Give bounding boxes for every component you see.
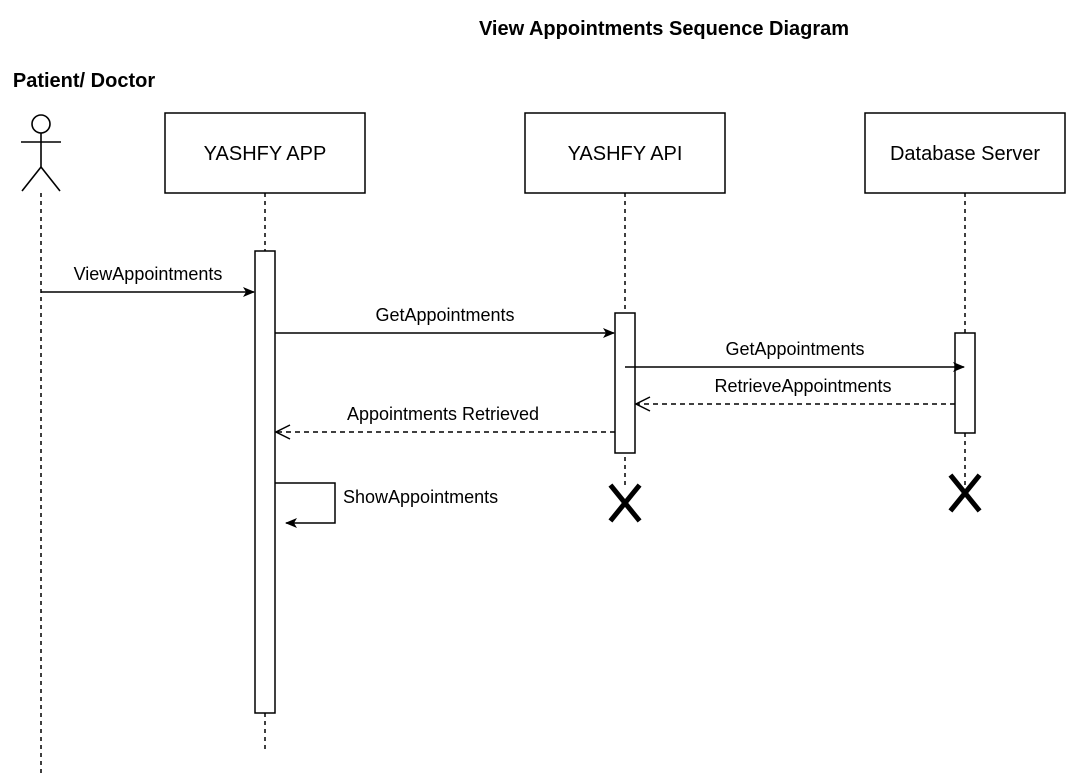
message-label: ShowAppointments: [343, 487, 498, 507]
participant-label: YASHFY APP: [204, 143, 327, 165]
diagram-title: View Appointments Sequence Diagram: [479, 18, 849, 40]
message-label: GetAppointments: [375, 305, 514, 325]
message-view-appointments: ViewAppointments: [41, 264, 255, 297]
db-destroy-icon: [948, 473, 982, 513]
message-show-appointments: ShowAppointments: [275, 482, 498, 528]
message-label: RetrieveAppointments: [714, 376, 891, 396]
message-label: ViewAppointments: [74, 264, 223, 284]
message-label: Appointments Retrieved: [347, 404, 539, 424]
message-label: GetAppointments: [725, 339, 864, 359]
message-retrieve-appointments: RetrieveAppointments: [636, 376, 955, 404]
actor-label: Patient/ Doctor: [13, 70, 155, 92]
participant-db: Database Server: [864, 112, 1066, 194]
api-destroy-icon: [608, 483, 642, 523]
db-activation-bar: [954, 332, 976, 434]
stick-figure-icon: [21, 114, 61, 192]
app-activation-bar: [254, 250, 276, 714]
message-get-appointments-db: GetAppointments: [625, 339, 965, 372]
participant-api: YASHFY API: [524, 112, 726, 194]
participant-label: YASHFY API: [568, 143, 683, 165]
message-appointments-retrieved: Appointments Retrieved: [276, 404, 615, 432]
participant-label: Database Server: [890, 143, 1040, 165]
api-activation-bar: [614, 312, 636, 454]
participant-app: YASHFY APP: [164, 112, 366, 194]
message-get-appointments-api: GetAppointments: [275, 305, 615, 338]
